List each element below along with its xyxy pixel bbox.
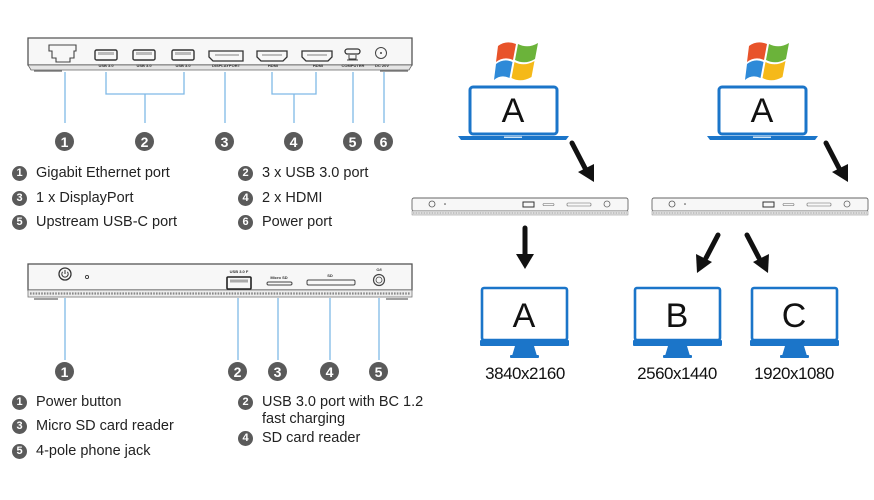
callout-badge: 3 (268, 362, 287, 381)
laptop-screen-letter: A (501, 92, 525, 130)
arrow-laptop-to-dock (569, 140, 594, 182)
callout-badge: 4 (320, 362, 339, 381)
monitor-resolution-label: 1920x1080 (754, 364, 834, 383)
monitor-resolution-label: 2560x1440 (637, 364, 717, 383)
callout-badge: 2 (135, 132, 154, 151)
legend-item: 2 3 x USB 3.0 port (238, 165, 368, 182)
legend-text-continued: fast charging (262, 411, 346, 427)
monitor-icon-a (480, 286, 569, 358)
dc-power-port-icon (375, 47, 387, 59)
monitor-icon-b (633, 286, 722, 358)
legend-text: 1 x DisplayPort (36, 190, 134, 206)
port-label-dc: DC 20V (374, 63, 389, 68)
port-label-micro-sd: Micro SD (270, 275, 288, 280)
arrow-dock-to-monitor-c (744, 232, 769, 273)
monitor-icon-c (750, 286, 839, 358)
legend-text: USB 3.0 port with BC 1.2 (262, 394, 424, 410)
port-label-usb-2: USB 3.0 (136, 63, 152, 68)
legend-text: Power button (36, 394, 122, 410)
dock-front-small (651, 197, 869, 216)
port-label-computer: COMPUTER (341, 63, 365, 68)
legend-item: 5 4-pole phone jack (12, 443, 150, 460)
usb-port-icon-2 (132, 49, 156, 61)
arrow-laptop-to-dock (823, 140, 848, 182)
monitor-resolution-label: 3840x2160 (485, 364, 565, 383)
callout-badge: 1 (55, 132, 74, 151)
legend-item: 3 Micro SD card reader (12, 418, 174, 435)
hdmi-port-icon-1 (256, 50, 288, 62)
legend-text: 2 x HDMI (262, 190, 323, 206)
front-dock-body (27, 263, 413, 300)
monitor-screen-letter: B (665, 297, 689, 335)
port-label-sd: SD (327, 273, 333, 278)
usb-port-icon-1 (94, 49, 118, 61)
arrow-dock-to-monitor-b (696, 232, 721, 273)
usb-c-port-icon (344, 48, 361, 61)
callout-badge: 6 (374, 132, 393, 151)
legend-item: 6 Power port (238, 214, 332, 231)
power-button-icon (58, 267, 72, 281)
callout-badge: 3 (215, 132, 234, 151)
legend-badge: 4 (238, 431, 253, 446)
legend-badge: 2 (238, 395, 253, 410)
port-label-hdmi-2: HDMI (312, 63, 324, 68)
laptop-icon (707, 85, 818, 140)
callout-badge: 5 (369, 362, 388, 381)
usb-port-icon-3 (171, 49, 195, 61)
legend-badge: 6 (238, 215, 253, 230)
port-label-jack: O/I (376, 267, 382, 272)
phone-jack-icon (372, 273, 386, 287)
led-indicator-icon (84, 274, 90, 280)
callout-badge: 5 (343, 132, 362, 151)
legend-badge: 1 (12, 166, 27, 181)
port-label-hdmi-1: HDMI (267, 63, 279, 68)
legend-item: 4 SD card reader (238, 430, 360, 447)
micro-sd-slot-icon (266, 281, 293, 286)
legend-badge: 4 (238, 191, 253, 206)
legend-badge: 3 (12, 419, 27, 434)
legend-item: 1 Gigabit Ethernet port (12, 165, 170, 182)
legend-text: Upstream USB-C port (36, 214, 178, 230)
port-label-usb-front: USB 3.0 F (229, 269, 249, 274)
dock-front-small (411, 197, 629, 216)
rear-callout-lines (64, 72, 385, 123)
windows-logo-icon (494, 42, 538, 81)
front-callout-lines (64, 298, 380, 360)
laptop-icon (458, 85, 569, 140)
legend-text: SD card reader (262, 430, 361, 446)
legend-badge: 2 (238, 166, 253, 181)
hdmi-port-icon-2 (301, 50, 333, 62)
legend-text: 3 x USB 3.0 port (262, 165, 369, 181)
legend-item: 3 1 x DisplayPort (12, 190, 134, 207)
port-label-usb-3: USB 3.0 (175, 63, 191, 68)
legend-item: 1 Power button (12, 394, 121, 411)
monitor-screen-letter: A (512, 297, 536, 335)
port-label-displayport: DISPLAYPORT (211, 63, 241, 68)
legend-text: Power port (262, 214, 333, 230)
callout-badge: 2 (228, 362, 247, 381)
legend-item: 5 Upstream USB-C port (12, 214, 177, 231)
legend-text: Micro SD card reader (36, 418, 174, 434)
legend-badge: 3 (12, 191, 27, 206)
callout-badge: 1 (55, 362, 74, 381)
usb-port-icon-front (226, 276, 252, 290)
legend-item: 4 2 x HDMI (238, 190, 322, 207)
sd-slot-icon (306, 279, 356, 286)
callout-badge: 4 (284, 132, 303, 151)
legend-badge: 5 (12, 215, 27, 230)
arrow-dock-to-monitor-a (516, 225, 534, 269)
legend-text: Gigabit Ethernet port (36, 165, 170, 181)
legend-text: 4-pole phone jack (36, 443, 151, 459)
displayport-icon (208, 50, 244, 62)
laptop-screen-letter: A (750, 92, 774, 130)
legend-badge: 1 (12, 395, 27, 410)
windows-logo-icon (745, 42, 789, 81)
port-label-usb-1: USB 3.0 (98, 63, 114, 68)
ethernet-port-icon (48, 44, 77, 63)
legend-badge: 5 (12, 444, 27, 459)
monitor-screen-letter: C (781, 297, 807, 335)
